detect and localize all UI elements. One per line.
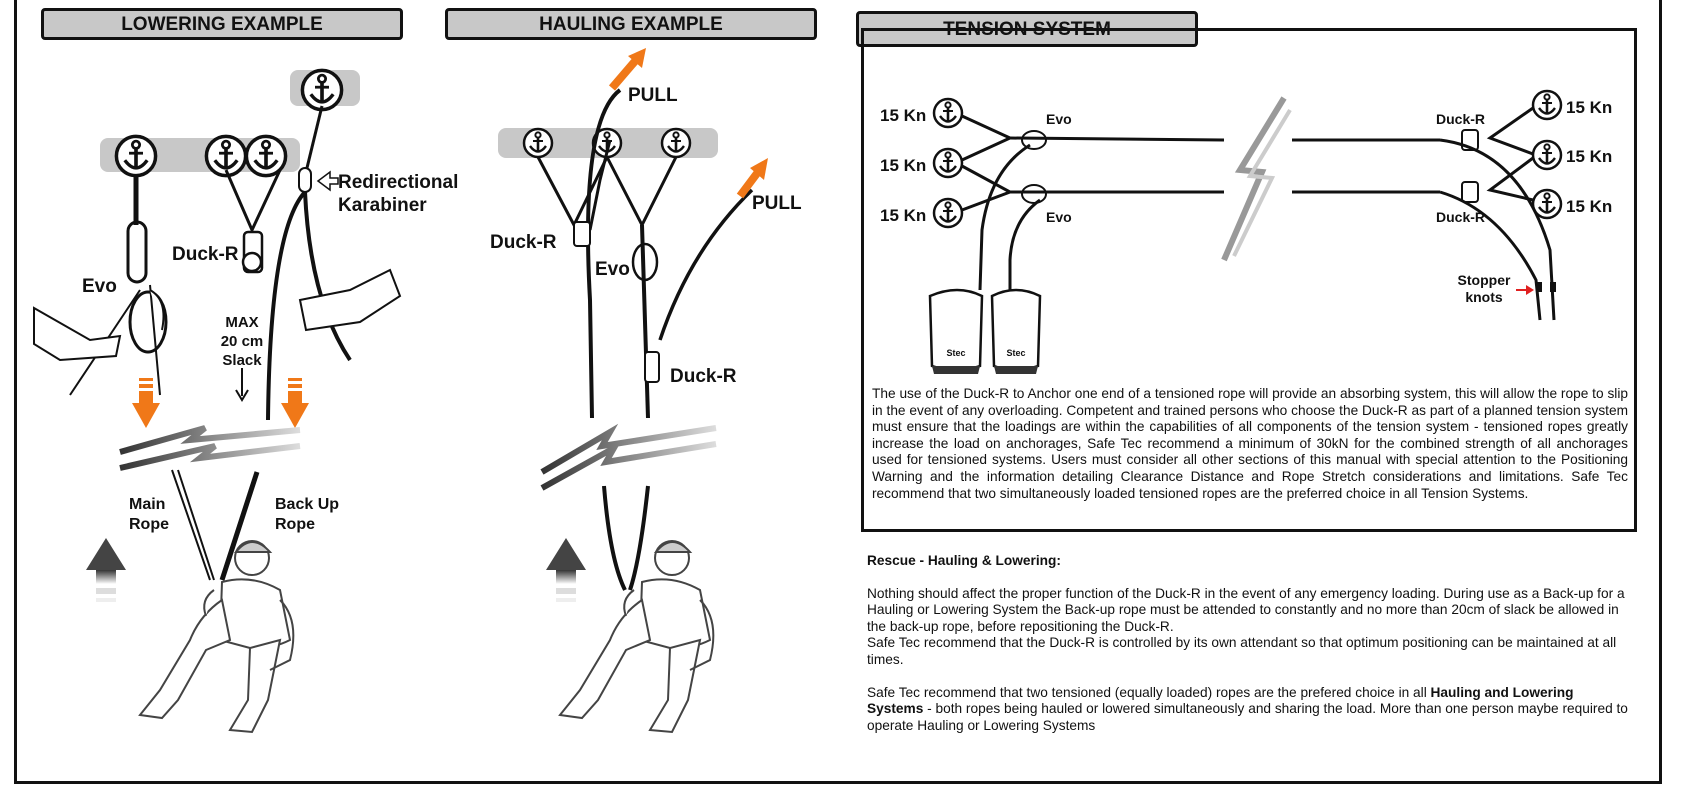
label-evo: Evo	[595, 259, 630, 280]
rescue-paragraph-2: Safe Tec recommend that the Duck-R is co…	[867, 635, 1617, 667]
rope-bag	[990, 288, 1042, 374]
tension-box	[861, 28, 1637, 532]
label-back-up-rope: Rope	[275, 516, 315, 533]
label-knots: knots	[1465, 289, 1503, 305]
label-redirectional: Redirectional	[338, 172, 458, 193]
anchor-icon	[660, 127, 692, 159]
tension-paragraph: The use of the Duck-R to Anchor one end …	[872, 386, 1628, 501]
rescue-p3-text-end: - both ropes being hauled or lowered sim…	[867, 701, 1628, 733]
anchor-icon	[1531, 139, 1563, 171]
label-duck-r-bottom: Duck-R	[670, 366, 737, 387]
orange-pull-arrow-icon	[736, 158, 768, 199]
header-lowering: LOWERING EXAMPLE	[41, 8, 403, 40]
anchor-icon	[114, 134, 158, 178]
label-duck-r: Duck-R	[172, 244, 239, 265]
label-karabiner: Karabiner	[338, 195, 427, 216]
page-frame	[14, 0, 1662, 784]
bag-label: Stec	[946, 348, 965, 358]
label-main-rope: Rope	[129, 516, 169, 533]
label-duck-r: Duck-R	[1436, 111, 1485, 127]
label-pull-right: PULL	[752, 193, 802, 214]
red-arrow-icon	[1516, 285, 1534, 295]
climber-figure	[138, 540, 295, 734]
label-pull-top: PULL	[628, 85, 678, 106]
rescue-title: Rescue - Hauling & Lowering:	[867, 553, 1061, 568]
anchor-icon	[204, 134, 248, 178]
rescue-p3-text: Safe Tec recommend that two tensioned (e…	[867, 684, 1431, 700]
label-max-cm: 20 cm	[221, 333, 264, 350]
label-slack: Slack	[222, 352, 262, 369]
label-evo: Evo	[82, 276, 117, 297]
anchor-icon	[300, 68, 344, 112]
label-stopper: Stopper	[1458, 272, 1511, 288]
rescue-section: Rescue - Hauling & Lowering: Nothing sho…	[867, 553, 1633, 750]
lowering-diagram	[33, 68, 402, 734]
orange-down-arrow-icon	[132, 378, 160, 428]
label-15kn: 15 Kn	[1566, 197, 1612, 216]
anchor-icon	[932, 147, 964, 179]
label-15kn: 15 Kn	[880, 156, 926, 175]
rescue-paragraph-1: Nothing should affect the proper functio…	[867, 585, 1625, 634]
label-evo: Evo	[1046, 111, 1072, 127]
rescue-p3-bold: Hauling and Lowering Systems	[867, 684, 1574, 717]
label-duck-r-left: Duck-R	[490, 232, 557, 253]
anchor-icon	[244, 134, 288, 178]
anchor-icon	[1531, 89, 1563, 121]
label-main: Main	[129, 496, 165, 513]
label-15kn: 15 Kn	[880, 106, 926, 125]
orange-down-arrow-icon	[281, 378, 309, 428]
label-back-up: Back Up	[275, 496, 339, 513]
label-duck-r: Duck-R	[1436, 209, 1485, 225]
header-hauling: HAULING EXAMPLE	[445, 8, 817, 40]
orange-pull-arrow-icon	[608, 48, 646, 91]
anchor-icon	[932, 197, 964, 229]
tension-diagram	[928, 89, 1563, 374]
label-15kn: 15 Kn	[880, 206, 926, 225]
label-15kn: 15 Kn	[1566, 147, 1612, 166]
hauling-diagram	[498, 48, 768, 734]
label-15kn: 15 Kn	[1566, 98, 1612, 117]
climber-figure	[558, 540, 715, 734]
anchor-icon	[522, 127, 554, 159]
bag-label: Stec	[1006, 348, 1025, 358]
anchor-icon	[932, 97, 964, 129]
rescue-paragraph-3: Safe Tec recommend that two tensioned (e…	[867, 685, 1633, 735]
label-max: MAX	[225, 314, 258, 331]
rope-bag	[928, 288, 984, 374]
label-evo: Evo	[1046, 209, 1072, 225]
